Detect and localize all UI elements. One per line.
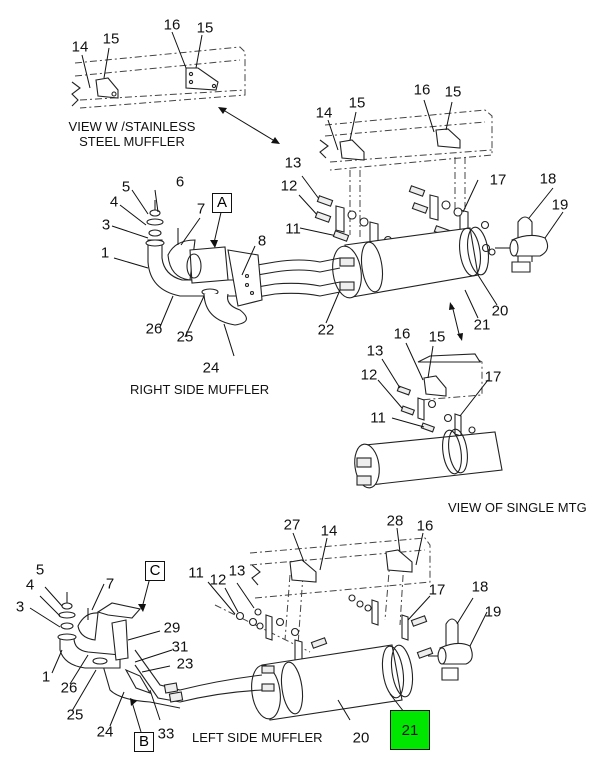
callout[interactable]: 16 xyxy=(416,517,434,535)
caption-left-side-muffler: LEFT SIDE MUFFLER xyxy=(192,730,323,745)
callout[interactable]: 7 xyxy=(105,575,115,593)
exhaust-pipes-left xyxy=(99,649,263,709)
callout[interactable]: 14 xyxy=(315,104,333,122)
turbo-manifold-right xyxy=(145,200,263,326)
callout[interactable]: 12 xyxy=(360,366,378,384)
callout[interactable]: 4 xyxy=(109,193,119,211)
caption-stainless-view: VIEW W /STAINLESS STEEL MUFFLER xyxy=(68,119,196,149)
callout[interactable]: 19 xyxy=(551,196,569,214)
bracket-27-14 xyxy=(289,559,317,583)
callout[interactable]: 15 xyxy=(348,94,366,112)
callout[interactable]: 12 xyxy=(209,571,227,589)
callout[interactable]: 33 xyxy=(157,725,175,743)
mounting-hardware-lower xyxy=(214,594,434,685)
callout[interactable]: 16 xyxy=(393,325,411,343)
callout[interactable]: 25 xyxy=(176,328,194,346)
callout[interactable]: 3 xyxy=(15,598,25,616)
callout[interactable]: 4 xyxy=(25,576,35,594)
highlighted-part-21[interactable]: 21 xyxy=(390,710,430,750)
stainless-frame-rail xyxy=(71,46,246,109)
exhaust-pipes-right xyxy=(239,257,341,301)
callout[interactable]: 11 xyxy=(370,409,386,427)
callout[interactable]: 19 xyxy=(484,603,502,621)
view-marker-a[interactable]: A xyxy=(212,193,232,213)
callout[interactable]: 11 xyxy=(285,220,301,238)
bracket-14-15-upper xyxy=(339,139,365,161)
callout[interactable]: 31 xyxy=(171,638,189,656)
callout[interactable]: 28 xyxy=(386,512,404,530)
callout[interactable]: 18 xyxy=(471,578,489,596)
callout[interactable]: 29 xyxy=(163,619,181,637)
caption-view-of-single-mtg: VIEW OF SINGLE MTG xyxy=(448,500,587,515)
callout[interactable]: 13 xyxy=(284,154,302,172)
callout[interactable]: 23 xyxy=(176,655,194,673)
callout[interactable]: 20 xyxy=(352,729,370,747)
callout[interactable]: 8 xyxy=(257,232,267,250)
callout[interactable]: 27 xyxy=(283,516,301,534)
callout[interactable]: 24 xyxy=(96,723,114,741)
callout[interactable]: 17 xyxy=(489,171,507,189)
highlighted-part-label: 21 xyxy=(401,721,419,739)
callout[interactable]: 13 xyxy=(366,342,384,360)
callout[interactable]: 17 xyxy=(484,368,502,386)
callout[interactable]: 26 xyxy=(60,679,78,697)
callout[interactable]: 18 xyxy=(539,170,557,188)
callout[interactable]: 6 xyxy=(175,173,185,191)
callout[interactable]: 15 xyxy=(196,19,214,37)
callout[interactable]: 25 xyxy=(66,706,84,724)
view-marker-c[interactable]: C xyxy=(145,561,165,581)
callout[interactable]: 1 xyxy=(100,244,110,262)
callout[interactable]: 3 xyxy=(101,216,111,234)
callout[interactable]: 1 xyxy=(41,668,51,686)
bracket-14-15-stainless xyxy=(95,77,119,99)
callout[interactable]: 7 xyxy=(196,200,206,218)
bracket-28-16 xyxy=(385,549,413,573)
tailpipe-clamp-18-19-lower xyxy=(428,618,473,681)
callout[interactable]: 15 xyxy=(102,30,120,48)
callout[interactable]: 16 xyxy=(413,81,431,99)
callout[interactable]: 11 xyxy=(188,564,204,582)
callout[interactable]: 12 xyxy=(280,177,298,195)
bracket-16-15-upper xyxy=(435,128,461,149)
callout[interactable]: 24 xyxy=(202,359,220,377)
callout[interactable]: 5 xyxy=(35,561,45,579)
left-side-muffler-body xyxy=(251,644,414,721)
callout[interactable]: 22 xyxy=(317,321,335,339)
caption-right-side-muffler: RIGHT SIDE MUFFLER xyxy=(130,382,270,397)
callout[interactable]: 20 xyxy=(491,302,509,320)
bracket-16-15-stainless xyxy=(185,67,219,91)
turbo-manifold-left xyxy=(57,592,152,695)
callout[interactable]: 16 xyxy=(163,16,181,34)
callout[interactable]: 21 xyxy=(473,316,491,334)
callout[interactable]: 14 xyxy=(320,522,338,540)
right-side-muffler-body xyxy=(332,226,490,299)
tailpipe-clamp-18-19 xyxy=(495,216,549,273)
single-mtg-assembly xyxy=(354,353,503,489)
callout[interactable]: 13 xyxy=(228,562,246,580)
callout[interactable]: 26 xyxy=(145,320,163,338)
callout[interactable]: 15 xyxy=(428,328,446,346)
callout[interactable]: 14 xyxy=(71,38,89,56)
callout[interactable]: 15 xyxy=(444,83,462,101)
view-marker-b[interactable]: B xyxy=(134,732,154,752)
callout[interactable]: 5 xyxy=(121,178,131,196)
callout[interactable]: 17 xyxy=(428,581,446,599)
